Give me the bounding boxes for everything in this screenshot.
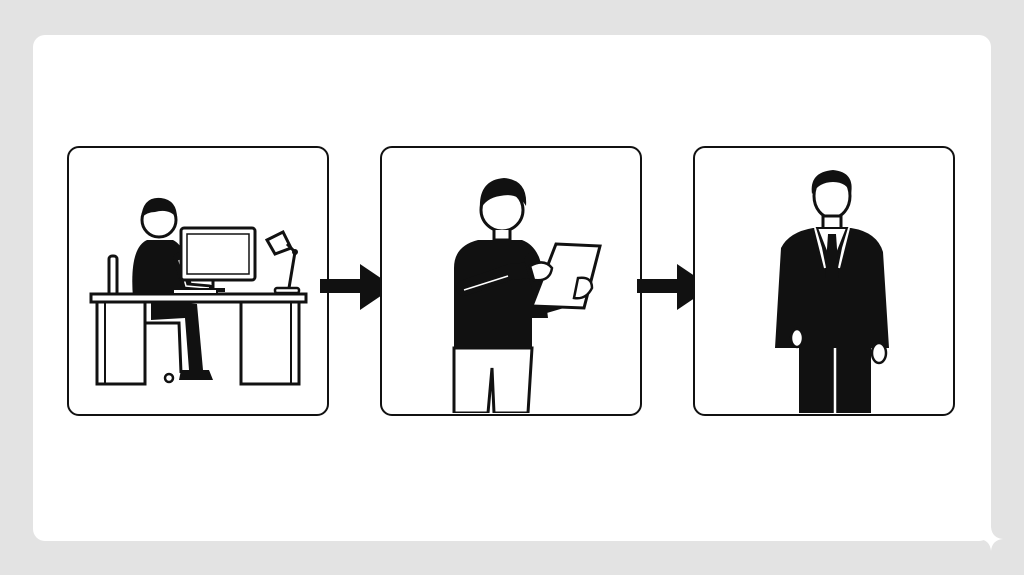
sparkle-icon: [979, 527, 1003, 551]
panel-desk-worker: [67, 146, 329, 416]
panel-suited: [693, 146, 955, 416]
panel-reading: [380, 146, 642, 416]
person-at-computer-desk-icon: [89, 197, 308, 386]
person-in-business-suit-icon: [775, 170, 889, 413]
arrow-right-icon: [320, 264, 394, 310]
person-reading-document-icon: [452, 178, 602, 413]
